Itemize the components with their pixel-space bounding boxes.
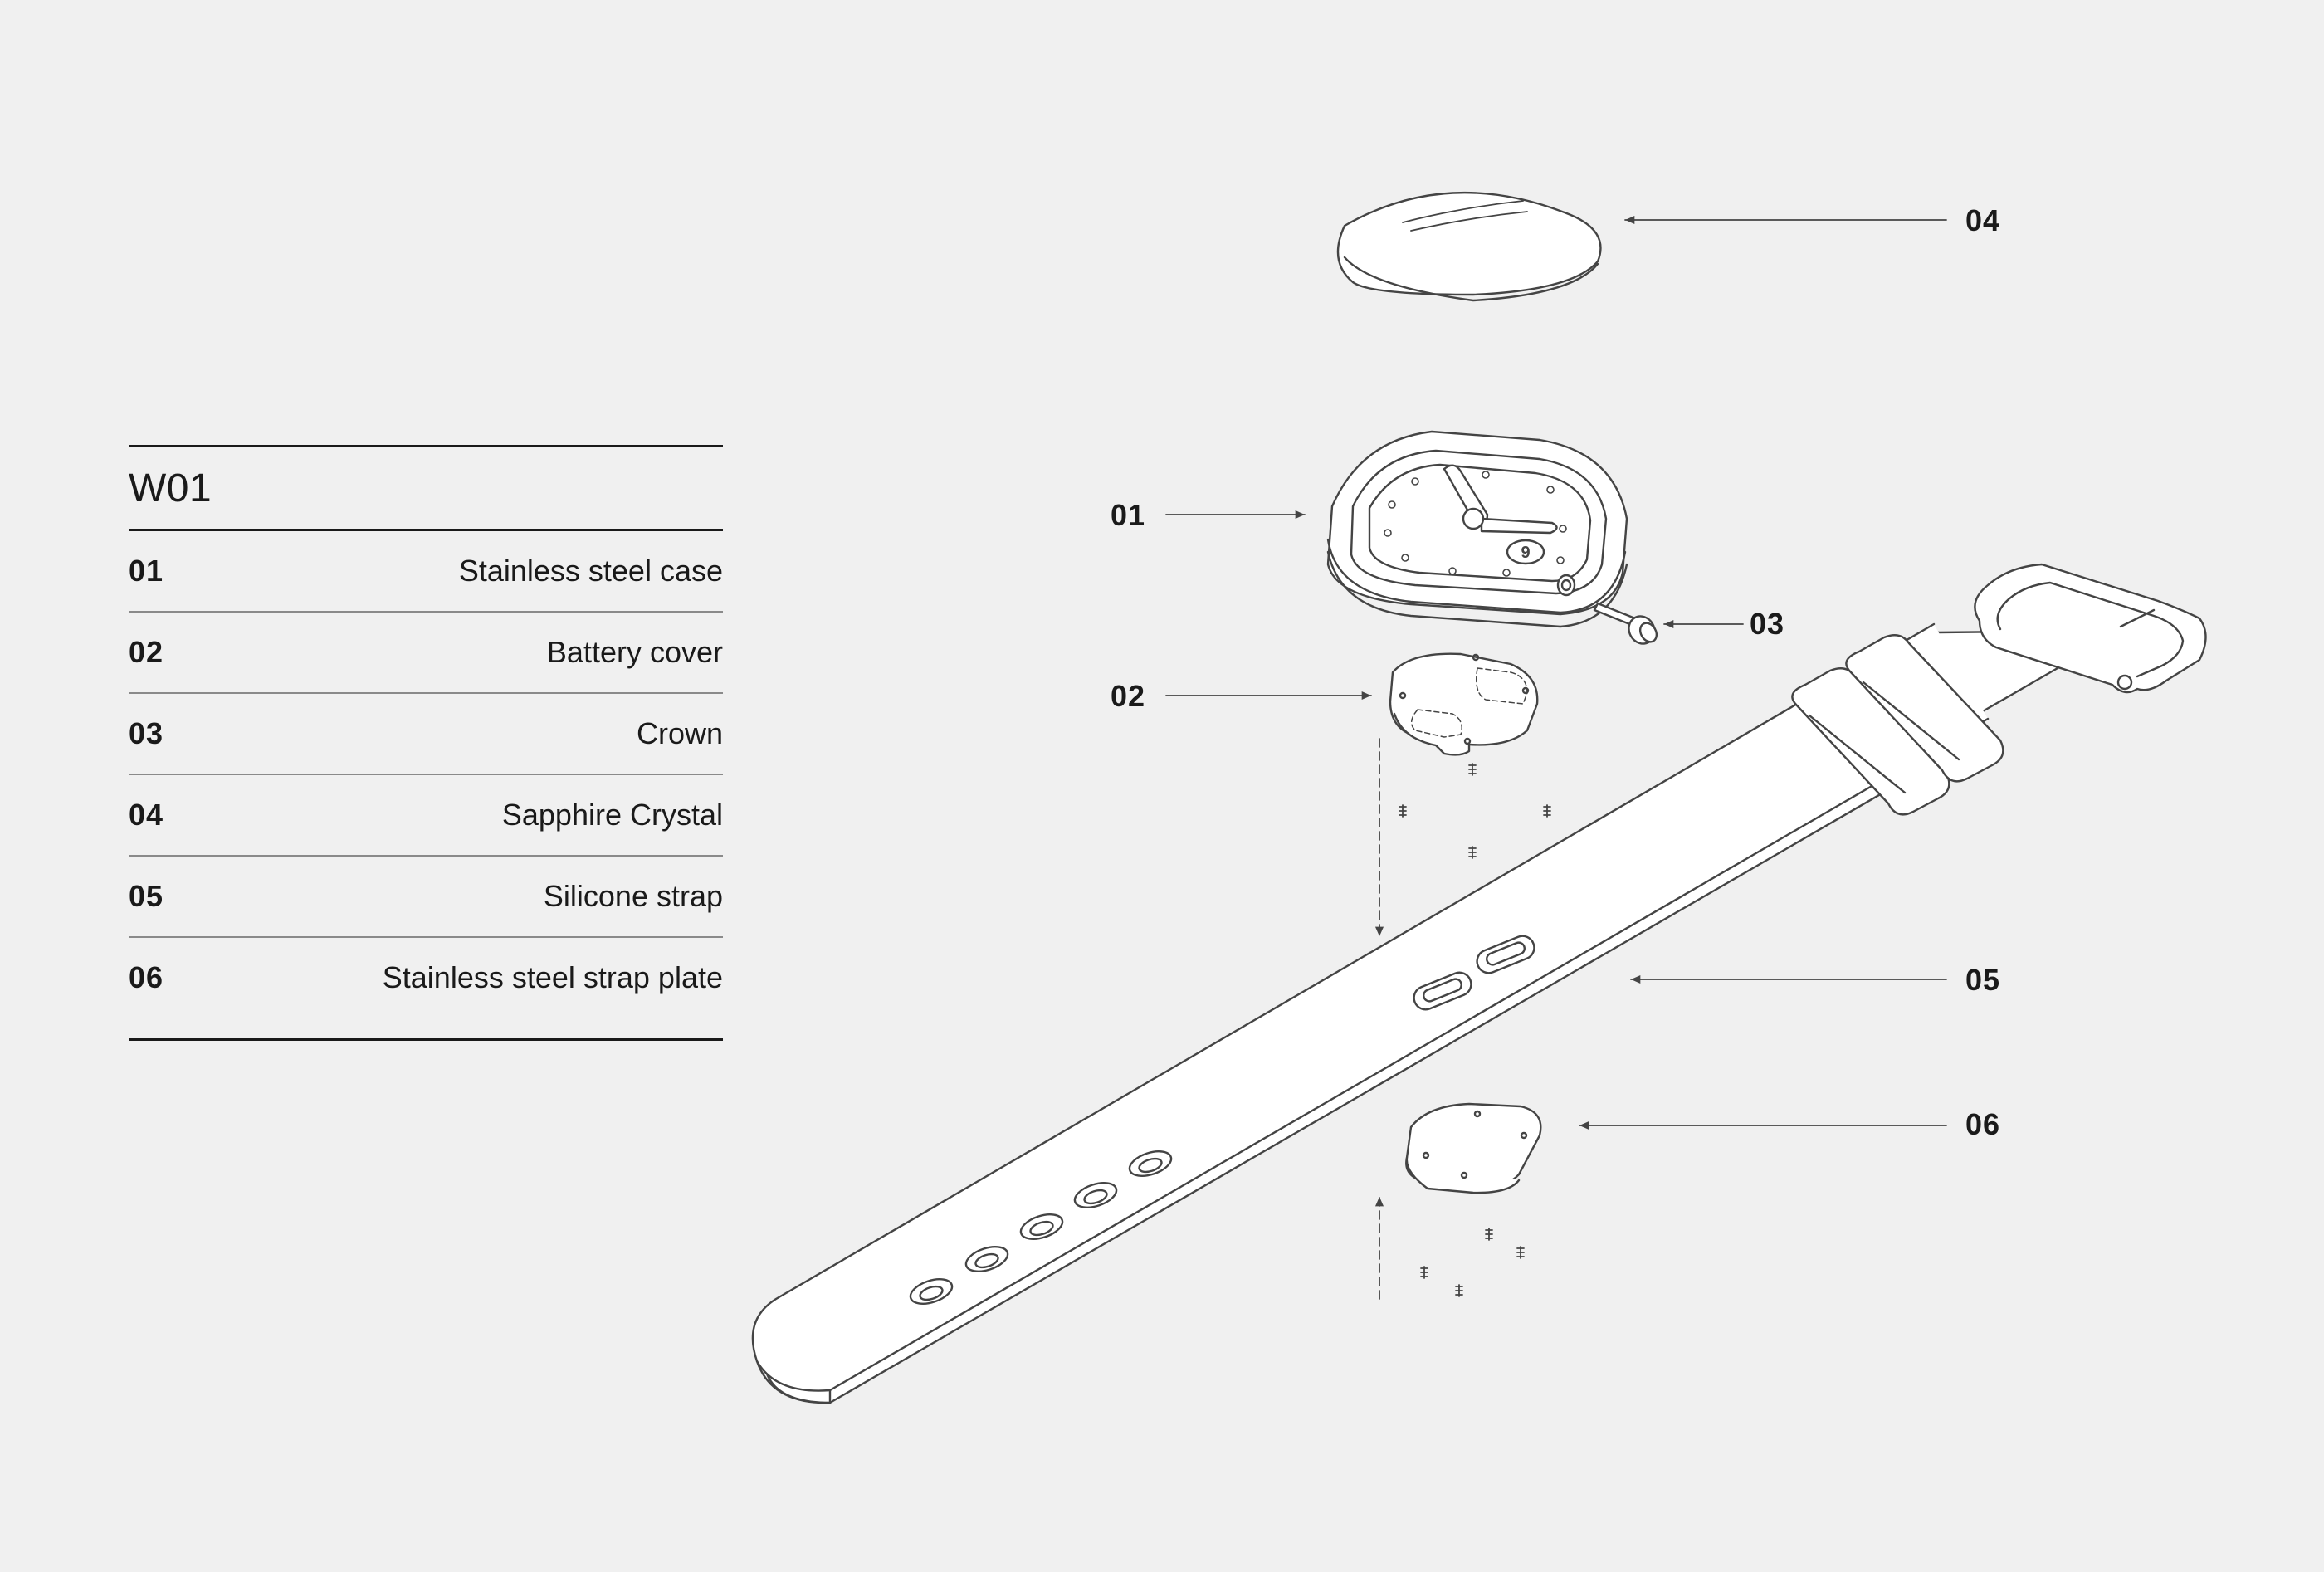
legend-row-01: 01 Stainless steel case xyxy=(129,531,723,613)
legend-num: 03 xyxy=(129,716,164,750)
strap-plate xyxy=(1405,1102,1542,1194)
strap-edge xyxy=(755,1360,832,1404)
strap-buckle xyxy=(1974,563,2207,694)
legend-num: 04 xyxy=(129,798,164,832)
legend-num: 06 xyxy=(129,959,164,994)
legend-name: Battery cover xyxy=(546,635,723,669)
battery-cover xyxy=(1389,652,1539,756)
callout-01: 01 xyxy=(1111,498,1146,532)
legend-name: Stainless steel case xyxy=(458,554,723,588)
strap-top-face xyxy=(751,622,1990,1392)
legend-row-05: 05 Silicone strap xyxy=(129,857,723,938)
parts-legend: W01 01 Stainless steel case 02 Battery c… xyxy=(129,445,723,1041)
legend-row-06: 06 Stainless steel strap plate xyxy=(129,938,723,1041)
silicone-strap xyxy=(751,563,2207,1404)
svg-text:9: 9 xyxy=(1521,544,1530,562)
legend-name: Sapphire Crystal xyxy=(501,798,723,832)
legend-row-02: 02 Battery cover xyxy=(129,613,723,694)
legend-name: Crown xyxy=(636,716,723,750)
strap-holes xyxy=(909,935,1536,1305)
legend-num: 02 xyxy=(129,635,164,669)
callout-04: 04 xyxy=(1965,203,2001,237)
legend-row-04: 04 Sapphire Crystal xyxy=(129,775,723,857)
legend-name: Silicone strap xyxy=(543,879,723,913)
callout-06: 06 xyxy=(1965,1107,2001,1141)
hour-markers xyxy=(1384,471,1567,577)
legend-title: W01 xyxy=(129,447,723,531)
strap-keepers xyxy=(1791,634,2004,816)
sapphire-crystal xyxy=(1336,191,1602,302)
legend-top-rule xyxy=(129,445,723,447)
legend-num: 01 xyxy=(129,554,164,588)
legend-row-03: 03 Crown xyxy=(129,694,723,775)
callout-02: 02 xyxy=(1111,679,1146,713)
stainless-steel-case: 9 xyxy=(1326,430,1628,628)
legend-num: 05 xyxy=(129,879,164,913)
strap-plate-screws xyxy=(1420,1228,1525,1297)
legend-name: Stainless steel strap plate xyxy=(382,959,723,994)
leader-lines xyxy=(1165,215,1947,1130)
callout-05: 05 xyxy=(1965,963,2001,997)
battery-cover-screws xyxy=(1399,763,1551,859)
minute-hand xyxy=(1480,517,1558,535)
callout-03: 03 xyxy=(1750,607,1785,641)
crown-part xyxy=(1593,602,1658,645)
